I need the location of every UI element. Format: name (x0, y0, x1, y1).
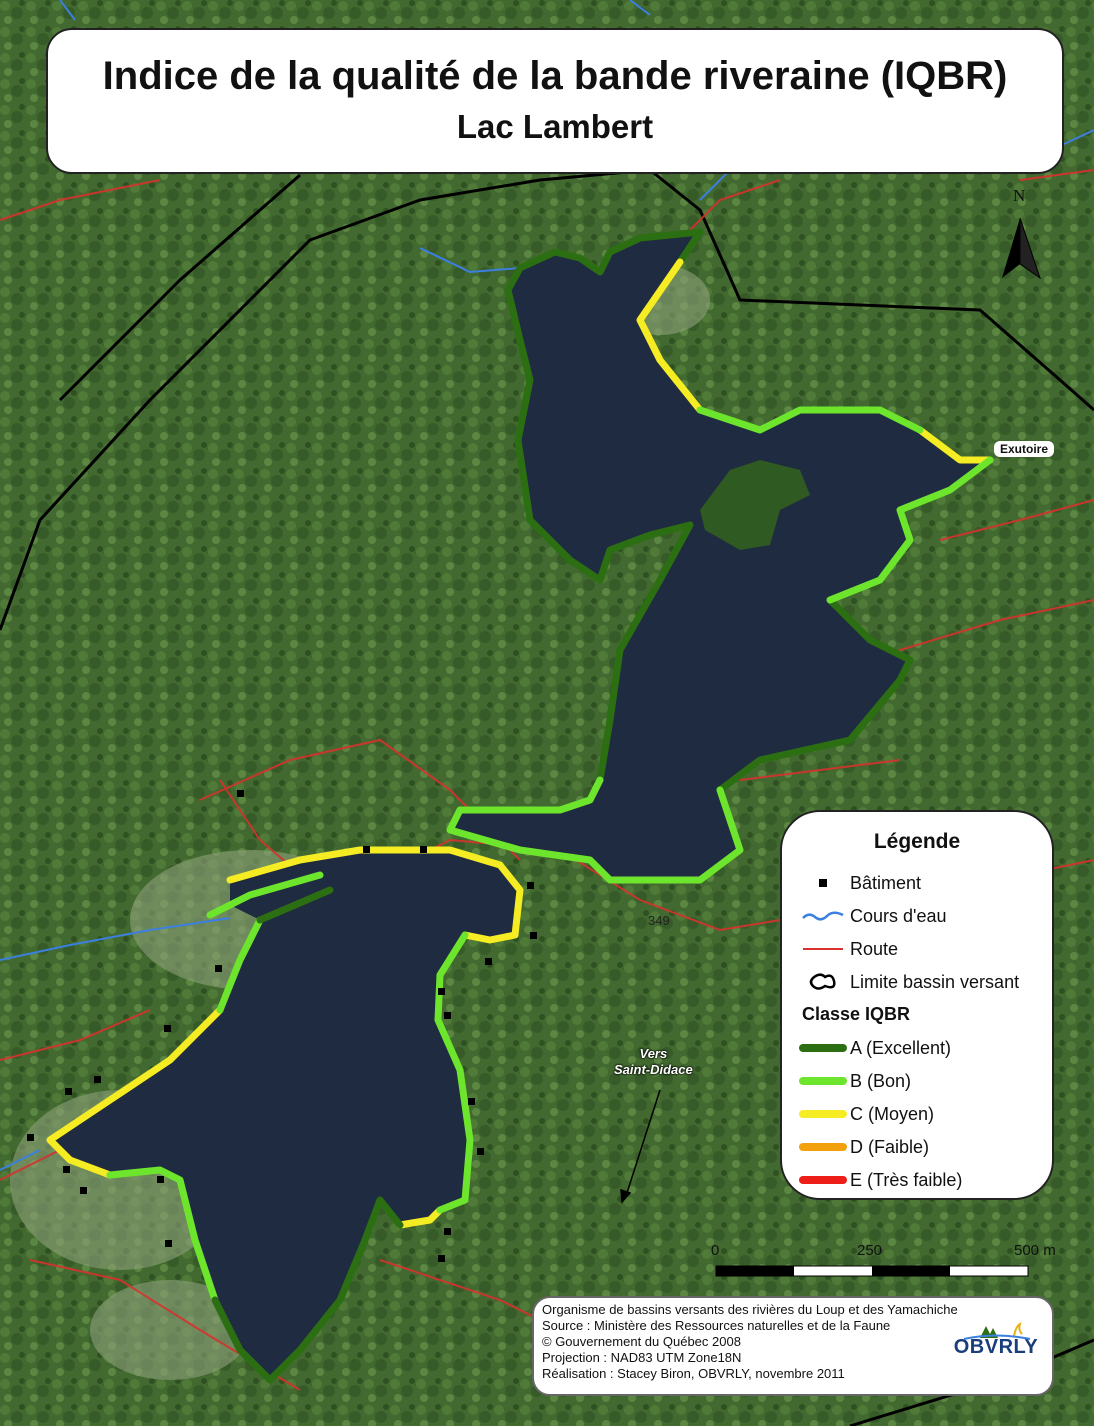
shoreline-class-c-upper-east (916, 426, 994, 464)
obvrly-logo: OBVRLY (944, 1318, 1048, 1392)
map-title: Indice de la qualité de la bande riverai… (102, 54, 1008, 98)
scale-label-500: 500 m (1014, 1242, 1056, 1259)
logo-text: OBVRLY (953, 1336, 1039, 1358)
legend-class-a: A (Excellent) (796, 1035, 951, 1061)
shoreline-class-a-lower-inlet (256, 886, 334, 924)
scale-label-0: 0 (711, 1242, 720, 1259)
legend-item-watershed: Limite bassin versant (796, 969, 1019, 995)
class-c-swatch-icon (796, 1101, 850, 1127)
legend-item-label: Bâtiment (850, 872, 922, 893)
credit-line: © Gouvernement du Québec 2008 (542, 1334, 741, 1349)
shoreline-class-b-lower-inlet (206, 871, 324, 919)
legend-class-b: B (Bon) (796, 1068, 911, 1094)
road-icon (796, 936, 850, 962)
shoreline-iqbr (46, 228, 994, 1384)
scale-label-250: 250 (857, 1242, 883, 1259)
legend-item-label: Route (850, 938, 899, 959)
class-e-swatch-icon (796, 1167, 850, 1193)
legend-panel: Légende Bâtiment Cours d'eau Route Limit… (780, 810, 1054, 1200)
outlet-label: Exutoire (994, 441, 1055, 457)
legend-class-label: C (Moyen) (850, 1103, 935, 1124)
lake-upper (450, 232, 990, 880)
direction-label: Vers Saint-Didace (614, 1046, 693, 1078)
legend-class-title: Classe IQBR (802, 1004, 911, 1024)
direction-label-line1: Vers (639, 1046, 668, 1061)
stream-icon (796, 903, 850, 929)
legend-item-label: Cours d'eau (850, 905, 947, 926)
north-arrow-icon (1002, 217, 1041, 280)
legend-class-label: B (Bon) (850, 1070, 912, 1091)
lake-lower (50, 850, 520, 1380)
legend-item-label: Limite bassin versant (850, 971, 1020, 992)
class-a-swatch-icon (796, 1035, 850, 1061)
shoreline-class-c-upper-north (636, 258, 704, 414)
shoreline-class-c-lower-south (396, 1206, 444, 1229)
direction-label-line2: Saint-Didace (614, 1062, 693, 1077)
watershed-limit-icon (796, 969, 850, 995)
shoreline-class-b-upper-south (446, 776, 744, 884)
credit-line: Organisme de bassins versants des rivièr… (542, 1302, 958, 1317)
shoreline-class-b-lower-east (434, 931, 474, 1214)
credit-line: Source : Ministère des Ressources nature… (542, 1318, 891, 1333)
road-number-label: 349 (648, 913, 670, 928)
direction-arrow (620, 1089, 661, 1204)
class-b-swatch-icon (796, 1068, 850, 1094)
legend-class-d: D (Faible) (796, 1134, 929, 1160)
legend-class-c: C (Moyen) (796, 1101, 934, 1127)
credits-box: Organisme de bassins versants des rivièr… (532, 1296, 1054, 1396)
logo-tree-icon (963, 1322, 1031, 1340)
shoreline-class-a-lower (211, 1196, 404, 1384)
shoreline-class-b-lower-nw (216, 916, 264, 1014)
north-label: N (1013, 186, 1026, 205)
class-d-swatch-icon (796, 1134, 850, 1160)
legend-item-building: Bâtiment (796, 870, 921, 896)
title-box: Indice de la qualité de la bande riverai… (46, 28, 1064, 174)
shoreline-class-c-lower-north (226, 846, 524, 944)
credit-line: Projection : NAD83 UTM Zone18N (542, 1350, 742, 1365)
building-icon (796, 870, 850, 896)
buildings (27, 790, 537, 1262)
legend-class-label: D (Faible) (850, 1136, 930, 1157)
legend-class-label: E (Très faible) (850, 1169, 963, 1190)
legend-title: Légende (873, 830, 961, 853)
shoreline-class-b-upper (696, 406, 924, 434)
legend-class-label: A (Excellent) (850, 1037, 952, 1058)
legend-item-road: Route (796, 936, 898, 962)
shoreline-class-a-upper-east (716, 596, 914, 794)
shoreline-class-c-lower-west (46, 1006, 224, 1179)
map-subtitle: Lac Lambert (456, 108, 654, 145)
credit-line: Réalisation : Stacey Biron, OBVRLY, nove… (542, 1366, 845, 1381)
legend-item-stream: Cours d'eau (796, 903, 947, 929)
legend-class-e: E (Très faible) (796, 1167, 962, 1193)
island (700, 460, 810, 550)
shoreline-class-b-lower-sw (106, 1166, 219, 1304)
shoreline-class-a-upper (504, 228, 704, 784)
shoreline-class-b-upper-se (826, 456, 994, 604)
scale-bar (715, 1265, 1029, 1277)
